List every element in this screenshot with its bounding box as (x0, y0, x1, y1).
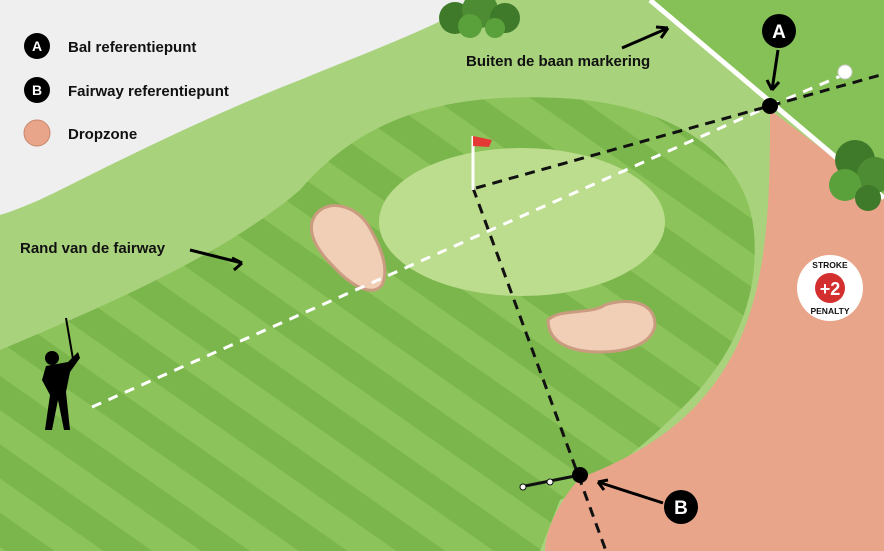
flag-to-b-line (471, 187, 608, 551)
out-of-bounds-label: Buiten de baan markering (466, 53, 650, 70)
fairway-reference-point (572, 467, 588, 483)
legend-label-b: Fairway referentiepunt (68, 83, 229, 100)
golf-ball-icon (837, 64, 853, 80)
out-of-bounds-area (0, 0, 480, 215)
tree-icon (439, 0, 520, 38)
ball-reference-point (762, 98, 778, 114)
legend-label-a: Bal referentiepunt (68, 39, 196, 56)
tee-marker (519, 483, 527, 491)
bunker-left (309, 204, 387, 292)
legend-marker-a (24, 33, 50, 59)
flag-icon (471, 136, 492, 190)
bunker-right (546, 300, 657, 354)
flag-to-a-line (475, 72, 884, 190)
legend-marker-b (24, 77, 50, 103)
arrow-icon (189, 25, 781, 505)
callout-a-badge (762, 14, 796, 48)
callout-a-label: A (772, 22, 786, 43)
ball-extension-line (769, 70, 851, 108)
penalty-badge-value: +2 (820, 279, 841, 299)
legend: A Bal referentiepunt B Fairway referenti… (23, 33, 229, 147)
fairway-edge-label: Rand van de fairway (20, 240, 166, 257)
penalty-badge: STROKE +2 PENALTY (797, 255, 863, 321)
tree-icon (829, 140, 884, 211)
tee-marker (546, 478, 554, 486)
penalty-badge-top: STROKE (812, 260, 848, 270)
penalty-badge-bottom: PENALTY (810, 306, 849, 316)
dropzone-area (545, 110, 884, 551)
shot-line (91, 104, 771, 409)
legend-dropzone-swatch (23, 119, 51, 147)
legend-label-dropzone: Dropzone (68, 126, 137, 143)
callout-b-badge (664, 490, 698, 524)
golfer-icon (42, 317, 80, 430)
callout-b-label: B (674, 498, 688, 519)
legend-marker-b-text: B (32, 82, 42, 98)
legend-marker-a-text: A (32, 38, 42, 54)
